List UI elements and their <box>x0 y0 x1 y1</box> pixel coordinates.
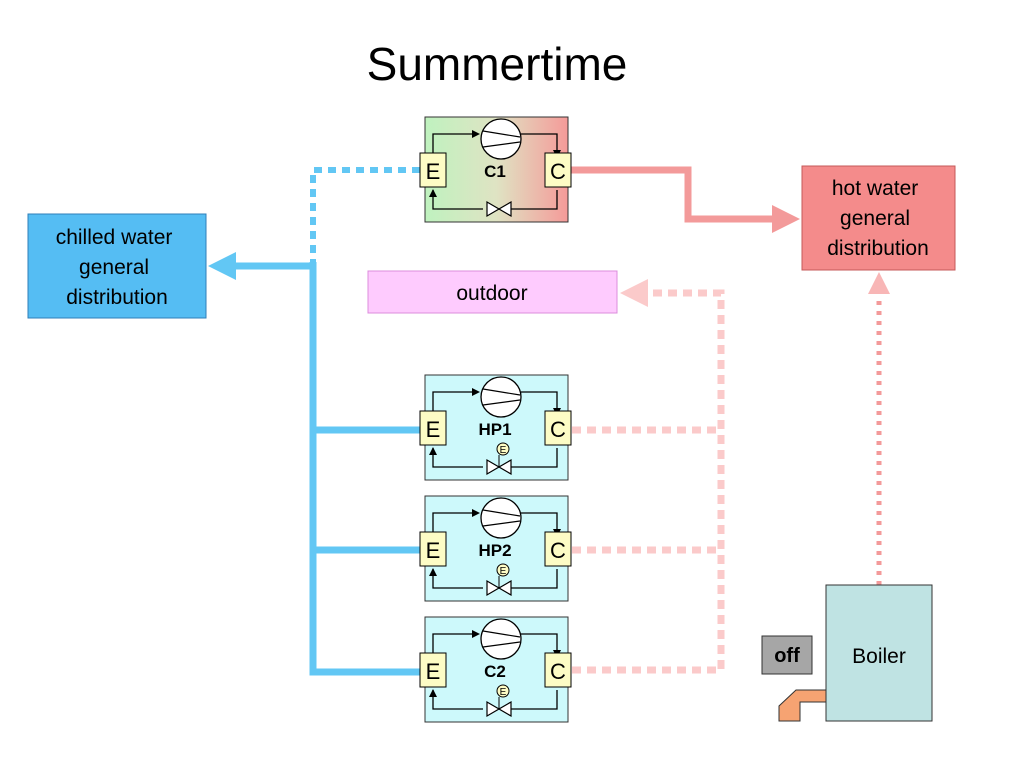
boiler-arrow <box>868 272 890 294</box>
evaporator-box <box>419 152 447 188</box>
outdoor-label: outdoor <box>456 282 527 305</box>
unit-label: C2 <box>484 662 506 681</box>
off-label: off <box>774 645 800 667</box>
expansion-valve-icon <box>486 458 501 476</box>
outdoor-box: outdoor <box>367 270 618 314</box>
compressor-line <box>482 630 521 638</box>
condenser-box <box>544 152 572 188</box>
boiler-label: Boiler <box>852 645 906 668</box>
unit-label: HP2 <box>478 541 511 560</box>
refrigerant-loop <box>432 133 558 210</box>
compressor-line <box>482 141 521 148</box>
condenser-box <box>544 410 572 446</box>
refrigerant-loop <box>432 633 558 710</box>
boiler: Boiler <box>825 584 933 722</box>
compressor-icon <box>480 376 522 418</box>
arrow-icon <box>429 189 437 197</box>
evaporator-label: E <box>426 659 441 684</box>
arrow-icon <box>472 130 480 138</box>
expansion-valve-icon <box>497 458 512 476</box>
condenser-label: C <box>550 538 566 563</box>
condenser-label: C <box>550 659 566 684</box>
compressor-icon <box>480 118 522 160</box>
valve-indicator-label: E <box>500 566 507 577</box>
outdoor-arrow <box>620 279 648 307</box>
evaporator-label: E <box>426 159 441 184</box>
expansion-valve-icon <box>497 200 512 218</box>
electronic-valve-indicator-icon <box>496 442 510 456</box>
arrow-icon <box>429 447 437 455</box>
condenser-box <box>544 531 572 567</box>
arrow-icon <box>472 630 480 638</box>
refrigerant-loop <box>432 391 558 468</box>
slide-title: Summertime <box>367 38 628 90</box>
c1-evaporator-dotted-line <box>310 167 420 262</box>
electronic-valve-indicator-icon <box>496 563 510 577</box>
condenser-box <box>544 652 572 688</box>
expansion-valve-icon <box>486 200 501 218</box>
chilled-water-label: chilled water general distribution <box>56 226 179 309</box>
evaporator-box <box>419 531 447 567</box>
compressor-icon <box>480 497 522 539</box>
valve-indicator-label: E <box>500 687 507 698</box>
arrow-icon <box>472 388 480 396</box>
expansion-valve-icon <box>486 700 501 718</box>
arrow-icon <box>429 568 437 576</box>
expansion-valve-icon <box>497 579 512 597</box>
unit-hp2: E E C HP2 <box>419 495 572 602</box>
unit-label: C1 <box>484 162 506 181</box>
unit-hp1: E E C HP1 <box>419 374 572 481</box>
outdoor-heat-rejection-lines <box>572 289 725 674</box>
evaporator-box <box>419 652 447 688</box>
boiler-off-badge: off <box>761 635 813 675</box>
hot-water-line <box>570 166 772 223</box>
expansion-valve-icon <box>497 700 512 718</box>
burner-icon <box>778 689 827 722</box>
arrow-icon <box>472 509 480 517</box>
arrow-icon <box>429 689 437 697</box>
compressor-line <box>482 520 521 527</box>
compressor-line <box>482 641 521 648</box>
compressor-line <box>482 509 521 517</box>
evaporator-box <box>419 410 447 446</box>
unit-c1: E C C1 <box>419 116 572 223</box>
evaporator-label: E <box>426 417 441 442</box>
expansion-valve-icon <box>486 579 501 597</box>
compressor-line <box>482 388 521 396</box>
evaporator-label: E <box>426 538 441 563</box>
condenser-label: C <box>550 159 566 184</box>
unit-c2: E E C C2 <box>419 616 572 723</box>
hot-water-box: hot water general distribution <box>801 165 956 271</box>
refrigerant-loop <box>432 512 558 589</box>
compressor-icon <box>480 618 522 660</box>
compressor-line <box>482 399 521 406</box>
chilled-water-box: chilled water general distribution <box>27 213 207 319</box>
compressor-line <box>482 130 521 138</box>
chilled-water-trunk-line <box>236 262 420 676</box>
valve-indicator-label: E <box>500 445 507 456</box>
hot-water-label: hot water general distribution <box>827 177 929 260</box>
condenser-label: C <box>550 417 566 442</box>
chilled-water-arrow <box>208 252 236 280</box>
hot-water-arrow <box>772 205 800 233</box>
unit-label: HP1 <box>478 420 511 439</box>
electronic-valve-indicator-icon <box>496 684 510 698</box>
